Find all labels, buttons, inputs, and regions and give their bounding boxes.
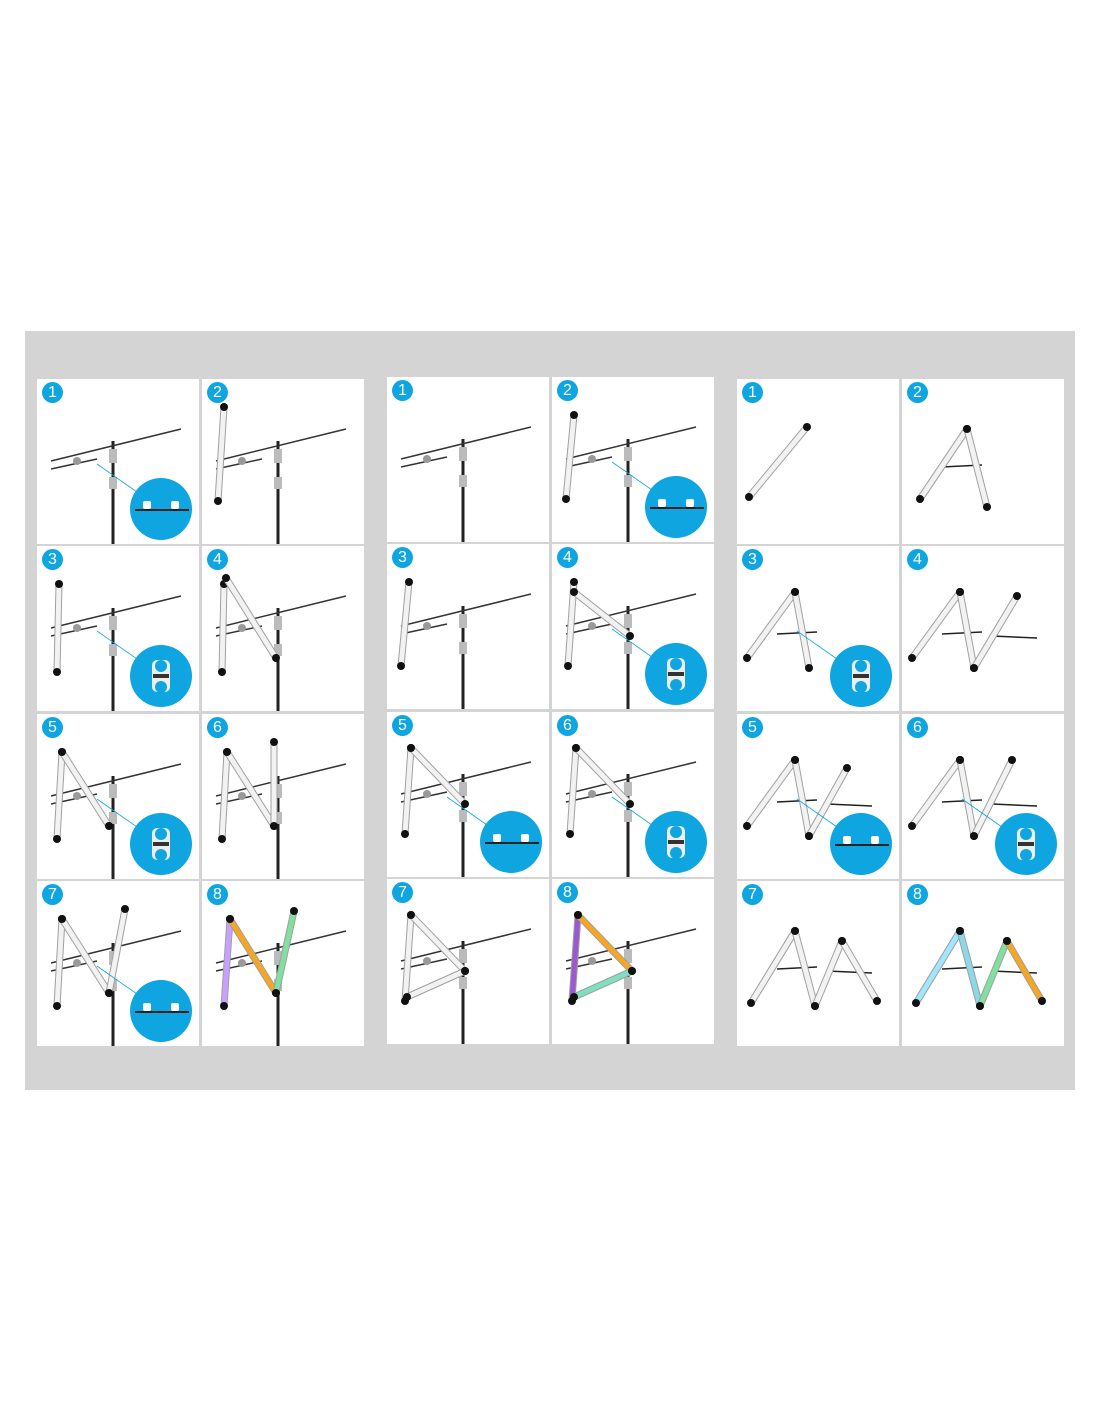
assembly-illustration xyxy=(908,588,1038,672)
step-number-badge: 2 xyxy=(207,382,228,403)
step-panel: 6 xyxy=(552,712,714,877)
step-number-badge: 1 xyxy=(42,382,63,403)
assembly-illustration xyxy=(912,927,1046,1010)
step-number-badge: 2 xyxy=(557,380,578,401)
assembly-illustration xyxy=(562,411,707,542)
step-number-badge: 7 xyxy=(742,884,763,905)
instruction-panel xyxy=(25,331,1075,1090)
floor-assembly: 1 2 3 4 5 6 7 8 xyxy=(737,379,1064,1049)
assembly-illustration xyxy=(747,927,881,1010)
step-number-badge: 6 xyxy=(557,715,578,736)
step-panel: 1 xyxy=(737,379,899,544)
step-panel: 5 xyxy=(37,714,199,879)
assembly-illustration xyxy=(400,911,532,1044)
assembly-illustration xyxy=(50,748,192,879)
step-number-badge: 3 xyxy=(742,549,763,570)
step-panel: 4 xyxy=(202,546,364,711)
step-panel: 8 xyxy=(202,881,364,1046)
step-panel: 7 xyxy=(387,879,549,1044)
assembly-illustration xyxy=(743,588,892,707)
assembly-illustration xyxy=(745,423,811,501)
step-number-badge: 3 xyxy=(42,549,63,570)
step-panel: 6 xyxy=(202,714,364,879)
assembly-illustration xyxy=(743,756,892,875)
step-panel: 8 xyxy=(902,881,1064,1046)
assembly-illustration xyxy=(215,574,347,711)
boom-assembly-b: 1 2 3 4 5 6 7 8 xyxy=(387,377,714,1047)
assembly-illustration xyxy=(50,580,192,711)
step-number-badge: 3 xyxy=(392,547,413,568)
assembly-illustration xyxy=(908,756,1057,875)
step-panel: 8 xyxy=(552,879,714,1044)
step-number-badge: 2 xyxy=(907,382,928,403)
step-number-badge: 7 xyxy=(392,882,413,903)
step-number-badge: 7 xyxy=(42,884,63,905)
step-panel: 4 xyxy=(902,546,1064,711)
step-panel: 4 xyxy=(552,544,714,709)
assembly-illustration xyxy=(50,428,192,544)
step-panel: 5 xyxy=(387,712,549,877)
step-panel: 7 xyxy=(737,881,899,1046)
assembly-illustration xyxy=(400,426,532,542)
step-number-badge: 6 xyxy=(907,717,928,738)
step-number-badge: 4 xyxy=(207,549,228,570)
step-panel: 1 xyxy=(387,377,549,542)
step-number-badge: 5 xyxy=(392,715,413,736)
step-panel: 3 xyxy=(737,546,899,711)
assembly-illustration xyxy=(397,578,532,709)
assembly-illustration xyxy=(565,744,707,877)
assembly-illustration xyxy=(564,578,707,709)
step-number-badge: 4 xyxy=(907,549,928,570)
assembly-illustration xyxy=(916,425,991,511)
step-number-badge: 8 xyxy=(907,884,928,905)
assembly-illustration xyxy=(215,907,347,1046)
assembly-illustration xyxy=(400,744,542,877)
step-panel: 2 xyxy=(552,377,714,542)
step-number-badge: 8 xyxy=(207,884,228,905)
step-panel: 2 xyxy=(902,379,1064,544)
step-panel: 6 xyxy=(902,714,1064,879)
step-panel: 3 xyxy=(37,546,199,711)
assembly-illustration xyxy=(50,905,192,1046)
step-number-badge: 4 xyxy=(557,547,578,568)
step-panel: 1 xyxy=(37,379,199,544)
step-number-badge: 6 xyxy=(207,717,228,738)
step-panel: 3 xyxy=(387,544,549,709)
step-panel: 7 xyxy=(37,881,199,1046)
step-number-badge: 5 xyxy=(742,717,763,738)
assembly-illustration xyxy=(215,738,347,879)
assembly-illustration xyxy=(214,403,347,544)
step-number-badge: 1 xyxy=(392,380,413,401)
step-panel: 2 xyxy=(202,379,364,544)
step-number-badge: 5 xyxy=(42,717,63,738)
step-number-badge: 8 xyxy=(557,882,578,903)
boom-assembly-a: 1 2 3 4 5 6 7 8 xyxy=(37,379,364,1049)
assembly-illustration xyxy=(565,911,697,1044)
step-number-badge: 1 xyxy=(742,382,763,403)
step-panel: 5 xyxy=(737,714,899,879)
